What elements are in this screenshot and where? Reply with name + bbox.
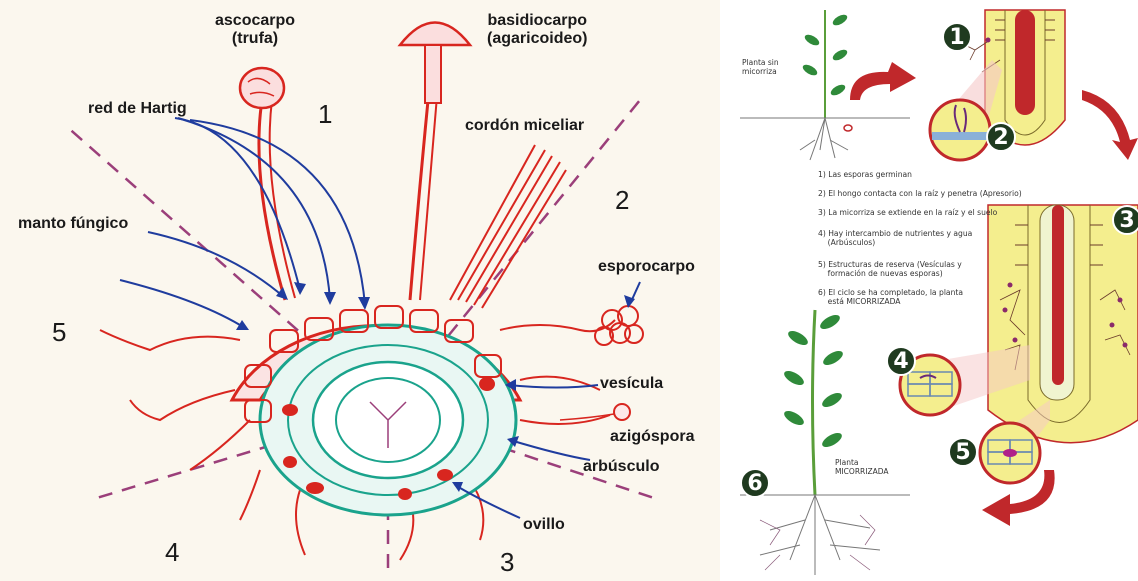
root-step-3 — [988, 205, 1138, 443]
azigospora-label: azigóspora — [610, 428, 694, 446]
sector-4-label: 4 — [165, 538, 179, 567]
cross-section-drawing — [0, 0, 720, 581]
sector-1-label: 1 — [318, 100, 332, 129]
azygospore — [560, 404, 630, 420]
step-badge-1: 1 — [942, 22, 972, 52]
step-5-text: 5) Estructuras de reserva (Vesículas y f… — [818, 260, 962, 279]
plant-with-mycorrhiza — [740, 310, 910, 575]
step-badge-6: 6 — [740, 468, 770, 498]
step-badge-5: 5 — [948, 437, 978, 467]
arrow-to-step-3 — [1082, 90, 1138, 160]
plant-without-label: Planta sin micorriza — [742, 58, 779, 76]
step-1-text: 1) Las esporas germinan — [818, 170, 912, 179]
arbusculo-label: arbúsculo — [583, 458, 659, 476]
plant-without-mycorrhiza — [740, 10, 910, 160]
step-6-text: 6) El ciclo se ha completado, la planta … — [818, 288, 963, 307]
step-badge-2: 2 — [986, 122, 1016, 152]
sector-5-label: 5 — [52, 318, 66, 347]
arrow-to-step-1 — [850, 62, 916, 100]
step-badge-3: 3 — [1112, 205, 1138, 235]
plant-with-label: Planta MICORRIZADA — [835, 458, 889, 476]
mycorrhiza-cross-section-diagram: ascocarpo (trufa) basidiocarpo (agaricoi… — [0, 0, 720, 581]
step-badge-4: 4 — [886, 346, 916, 376]
basidiocarpo-title: basidiocarpo — [487, 12, 587, 30]
sporocarp — [595, 306, 643, 345]
sector-3-label: 3 — [500, 548, 514, 577]
manto-fungico-label: manto fúngico — [18, 215, 128, 233]
vesicula-label: vesícula — [600, 375, 663, 393]
basidiocarpo-label: basidiocarpo (agaricoideo) — [487, 12, 587, 47]
sector-2-label: 2 — [615, 186, 629, 215]
mycorrhiza-cycle-diagram: Planta sin micorriza Planta MICORRIZADA … — [720, 0, 1138, 581]
ovillo-label: ovillo — [523, 516, 565, 534]
basidiocarp-mushroom — [400, 23, 470, 301]
step-4-text: 4) Hay intercambio de nutrientes y agua … — [818, 229, 972, 248]
red-de-hartig-label: red de Hartig — [88, 100, 187, 118]
mycelial-cord — [450, 145, 566, 308]
ascocarpo-subtitle: (trufa) — [215, 30, 295, 48]
cordon-miceliar-label: cordón miceliar — [465, 117, 584, 135]
basidiocarpo-subtitle: (agaricoideo) — [487, 30, 587, 48]
ascocarpo-title: ascocarpo — [215, 12, 295, 30]
ascocarpo-label: ascocarpo (trufa) — [215, 12, 295, 47]
step-3-text: 3) La micorriza se extiende en la raíz y… — [818, 208, 997, 217]
esporocarpo-label: esporocarpo — [598, 258, 695, 276]
step-2-text: 2) El hongo contacta con la raíz y penet… — [818, 189, 1022, 198]
